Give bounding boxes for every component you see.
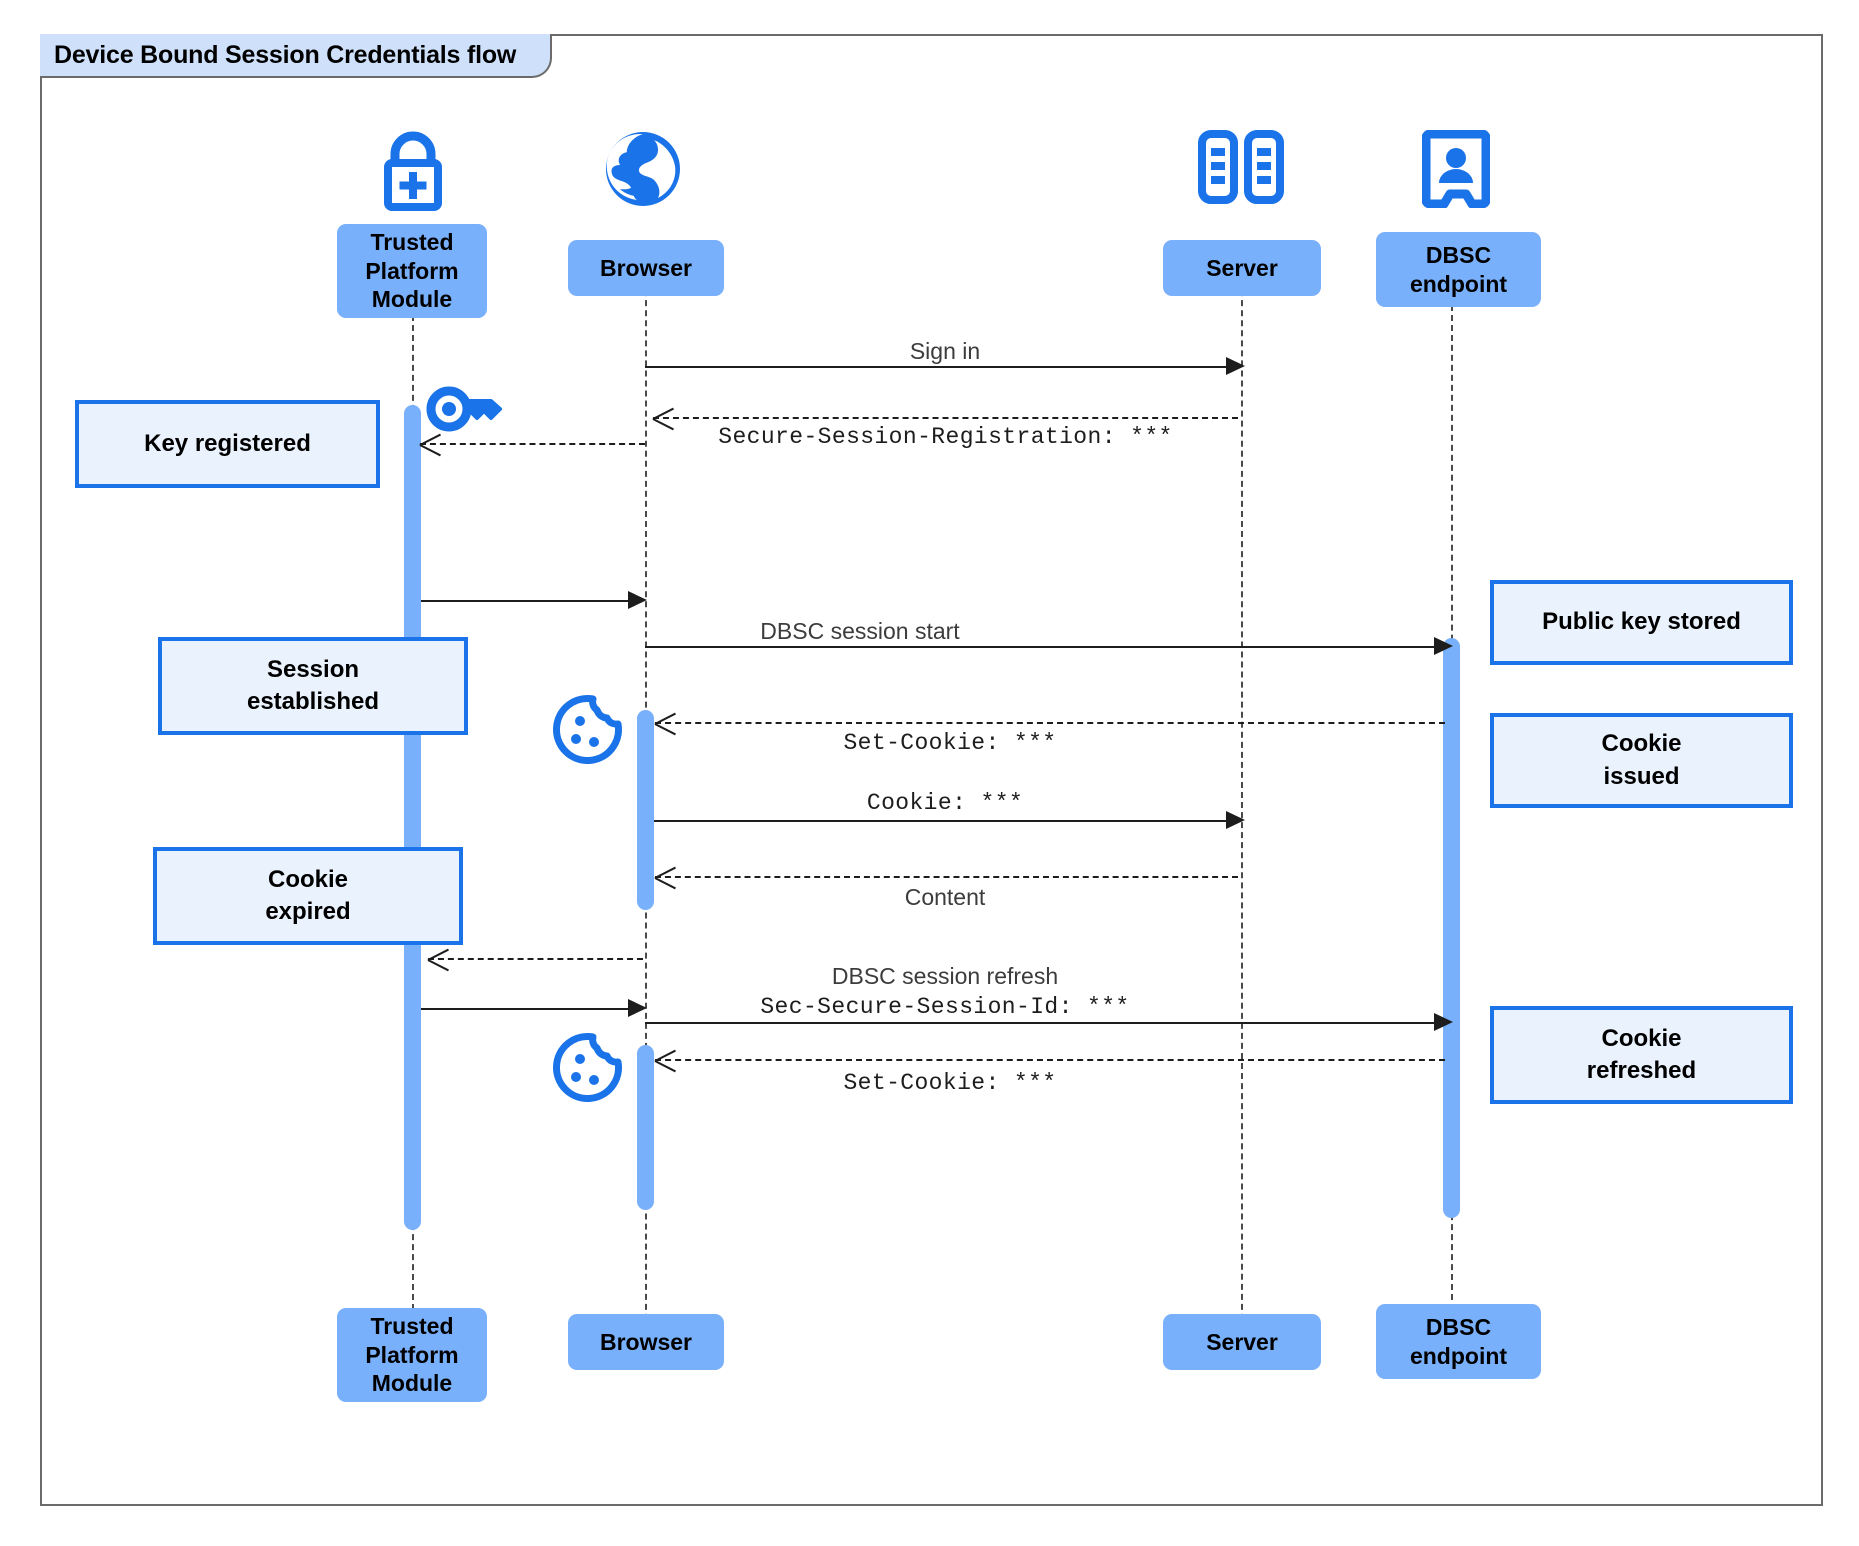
- participant-label: Server: [1206, 1328, 1278, 1355]
- message-label-secure-session-registration: Secure-Session-Registration: ***: [718, 424, 1173, 450]
- participant-label: Server: [1206, 254, 1278, 281]
- note-text: Cookie expired: [265, 865, 351, 925]
- participant-browser-bottom[interactable]: Browser: [568, 1314, 724, 1370]
- message-line-tpm-to-browser: [421, 600, 636, 602]
- participant-label: Browser: [599, 1328, 693, 1355]
- note-cookie-refreshed: Cookie refreshed: [1490, 1006, 1793, 1104]
- participant-label: DBSC endpoint: [1409, 1313, 1508, 1369]
- activation-bar-dbsc: [1443, 638, 1460, 1218]
- message-line-sign-in: [645, 366, 1235, 368]
- note-cookie-issued: Cookie issued: [1490, 713, 1793, 808]
- arrow-head-right: [628, 591, 647, 609]
- cookie-icon: [551, 694, 623, 771]
- activation-bar-browser-1: [637, 710, 654, 910]
- arrow-head-right: [1226, 357, 1245, 375]
- message-label-content: Content: [904, 884, 986, 910]
- message-line-to-tpm-register: [420, 443, 645, 445]
- participant-label: DBSC endpoint: [1409, 241, 1508, 297]
- activation-bar-browser-2: [637, 1045, 654, 1210]
- message-line-set-cookie-1: [655, 722, 1445, 724]
- note-key-registered: Key registered: [75, 400, 380, 488]
- note-session-established: Session established: [158, 637, 468, 735]
- message-line-set-cookie-2: [655, 1059, 1445, 1061]
- message-line-tpm-to-browser-2: [421, 1008, 636, 1010]
- message-line-secure-session-registration: [653, 417, 1238, 419]
- message-label-set-cookie-1: Set-Cookie: ***: [843, 730, 1057, 756]
- participant-label: Trusted Platform Module: [365, 1312, 459, 1397]
- note-text: Session established: [246, 655, 380, 715]
- lock-plus-icon: [368, 128, 458, 218]
- arrow-head-right: [1434, 637, 1453, 655]
- participant-label: Browser: [599, 254, 693, 281]
- message-line-browser-to-tpm: [428, 958, 643, 960]
- note-text: Public key stored: [1542, 608, 1741, 636]
- message-label-sec-secure-session-id: Sec-Secure-Session-Id: ***: [760, 994, 1130, 1020]
- message-label-set-cookie-2: Set-Cookie: ***: [843, 1070, 1057, 1096]
- participant-dbsc-top[interactable]: DBSC endpoint: [1376, 232, 1541, 307]
- participant-browser-top[interactable]: Browser: [568, 240, 724, 296]
- note-cookie-expired: Cookie expired: [153, 847, 463, 945]
- arrow-head-right: [1226, 811, 1245, 829]
- message-label-dbsc-session-refresh: DBSC session refresh: [831, 963, 1059, 989]
- note-text: Key registered: [144, 429, 311, 457]
- activation-bar-tpm: [404, 405, 421, 1230]
- note-text: Cookie refreshed: [1586, 1024, 1697, 1084]
- note-text: Cookie issued: [1601, 730, 1682, 790]
- message-line-content: [655, 876, 1238, 878]
- diagram-frame-tab: Device Bound Session Credentials flow: [40, 34, 553, 78]
- diagram-title: Device Bound Session Credentials flow: [54, 40, 517, 69]
- participant-server-top[interactable]: Server: [1163, 240, 1321, 296]
- message-line-dbsc-session-refresh: [645, 1022, 1445, 1024]
- lifeline-server: [1241, 250, 1243, 1340]
- message-line-cookie: [654, 820, 1235, 822]
- message-line-dbsc-session-start: [645, 646, 1445, 648]
- participant-server-bottom[interactable]: Server: [1163, 1314, 1321, 1370]
- participant-dbsc-bottom[interactable]: DBSC endpoint: [1376, 1304, 1541, 1379]
- id-badge-icon: [1421, 129, 1491, 213]
- participant-label: Trusted Platform Module: [365, 228, 459, 313]
- note-public-key-stored: Public key stored: [1490, 580, 1793, 665]
- arrow-head-right: [628, 999, 647, 1017]
- participant-tpm-bottom[interactable]: Trusted Platform Module: [337, 1308, 487, 1402]
- cookie-icon: [551, 1032, 623, 1109]
- server-racks-icon: [1196, 130, 1286, 211]
- message-label-dbsc-session-start: DBSC session start: [760, 618, 960, 644]
- key-icon: [425, 383, 509, 440]
- participant-tpm-top[interactable]: Trusted Platform Module: [337, 224, 487, 318]
- message-label-cookie: Cookie: ***: [866, 790, 1024, 816]
- message-label-sign-in: Sign in: [909, 338, 981, 364]
- globe-icon: [602, 128, 684, 215]
- arrow-head-right: [1434, 1013, 1453, 1031]
